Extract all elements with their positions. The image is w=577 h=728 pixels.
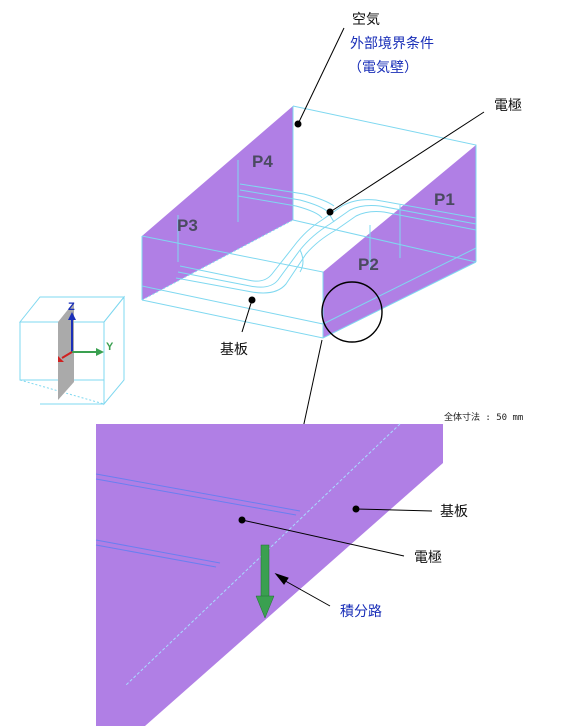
- integration-arrow-head: [255, 595, 275, 619]
- label-electric-wall: （電気壁）: [348, 60, 418, 76]
- axis-indicator: Z Y: [18, 295, 126, 406]
- zoom-circle: [321, 281, 383, 343]
- model-3d: P4 P1 P3 P2: [141, 105, 477, 343]
- zoom-leaders: [238, 505, 433, 607]
- zoom-view: [95, 423, 443, 726]
- label-integration-path: 積分路: [340, 604, 382, 620]
- port-label-p3: P3: [177, 216, 198, 235]
- port-label-p4: P4: [252, 152, 273, 171]
- zoom-edges: [95, 473, 301, 568]
- port-face-p4: [142, 106, 293, 300]
- label-electrode-zoom: 電極: [414, 550, 442, 566]
- label-substrate-top: 基板: [220, 341, 248, 358]
- label-boundary-condition: 外部境界条件: [350, 35, 434, 52]
- axis-z-label: Z: [68, 301, 75, 313]
- dimension-note: 全体寸法 : 50 mm: [444, 411, 523, 423]
- port-label-p2: P2: [358, 255, 379, 274]
- integration-arrow-shaft: [260, 544, 270, 598]
- label-substrate-zoom: 基板: [440, 503, 468, 520]
- axis-y-label: Y: [106, 341, 114, 353]
- port-label-p1: P1: [434, 190, 455, 209]
- zoom-substrate-face: [96, 424, 443, 726]
- label-air: 空気: [352, 12, 380, 28]
- label-electrode-top: 電極: [494, 98, 522, 114]
- air-box-wireframe: [141, 105, 477, 339]
